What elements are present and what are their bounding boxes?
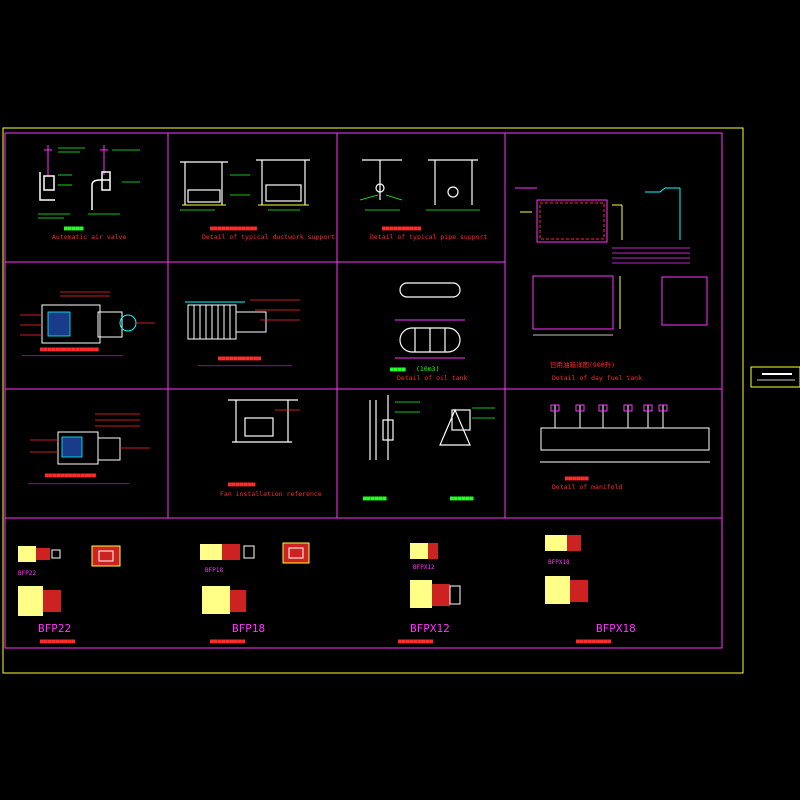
caption-day-fuel-tank: Detail of day fuel tank	[552, 374, 642, 382]
panel-air-valve: ■■■■■ Automatic air valve	[38, 145, 140, 241]
svg-text:■■■■■■■■■: ■■■■■■■■■	[40, 637, 75, 645]
caption-pipe-support: Detail of typical pipe support	[370, 233, 487, 241]
svg-text:────────────────────────────: ────────────────────────────	[21, 353, 124, 360]
caption-manifold: Detail of manifold	[552, 483, 623, 491]
svg-text:■■■■■■■■■: ■■■■■■■■■	[210, 637, 245, 645]
svg-text:■■■■: ■■■■	[390, 365, 406, 373]
panel-oil-tank: ■■■■ (10m3) Detail of oil tank	[390, 282, 468, 382]
svg-text:■■■■■■■■■: ■■■■■■■■■	[576, 637, 611, 645]
svg-text:■■■■■: ■■■■■	[64, 224, 84, 232]
caption-duct-support: Detail of typical ductwork support	[202, 233, 335, 241]
panel-fan-bfpx18: BFPX18 BFPX18 ■■■■■■■■■	[545, 535, 636, 645]
fan-name-bfp22: BFP22	[38, 622, 71, 635]
fan-name-bfpx18: BFPX18	[596, 622, 636, 635]
fan-tag-bfpx18: BFPX18	[548, 559, 570, 566]
svg-text:■■■■■■: ■■■■■■	[450, 494, 474, 502]
tank-volume: (10m3)	[416, 365, 439, 373]
svg-text:■■■■■■: ■■■■■■	[565, 474, 589, 482]
fuel-tank-label: 日用油箱详图(900升)	[550, 360, 615, 369]
fan-name-bfpx12: BFPX12	[410, 622, 450, 635]
panel-fan-installation: ■■■■■■■ Fan installation reference	[220, 399, 322, 498]
panel-manifold: ■■■■■■ Detail of manifold	[540, 404, 710, 491]
panel-grid	[4, 132, 723, 649]
caption-oil-tank: Detail of oil tank	[397, 374, 468, 382]
panel-day-fuel-tank: 日用油箱详图(900升) Detail of day fuel tank	[515, 187, 708, 382]
svg-text:■■■■■■■■■■■■: ■■■■■■■■■■■■	[210, 224, 257, 232]
panel-fan-bfp22: BFP22 BFP22 ■■■■■■■■■	[18, 545, 121, 645]
panel-duct-support: ■■■■■■■■■■■■ Detail of typical ductwork …	[180, 159, 335, 241]
panel-wall-penetration: ■■■■■■ ■■■■■■	[363, 395, 495, 502]
svg-text:■■■■■■■■■: ■■■■■■■■■	[398, 637, 433, 645]
panel-coil-installation: ■■■■■■■■■■■ ──────────────────────────	[185, 299, 300, 370]
outer-frame	[2, 127, 744, 674]
svg-text:■■■■■■■■■■■■■■■: ■■■■■■■■■■■■■■■	[40, 345, 99, 353]
panel-pipe-support: ■■■■■■■■■■ Detail of typical pipe suppor…	[359, 159, 487, 241]
fan-tag-bfp18: BFP18	[205, 567, 223, 574]
svg-text:■■■■■■■: ■■■■■■■	[228, 480, 255, 488]
fan-tag-bfpx12: BFPX12	[413, 564, 435, 571]
svg-text:────────────────────────────: ────────────────────────────	[27, 481, 130, 488]
panel-ahu-detail: ■■■■■■■■■■■■■ ──────────────────────────…	[27, 413, 150, 488]
fan-tag-bfp22: BFP22	[18, 570, 36, 577]
svg-text:■■■■■■■■■■■■■: ■■■■■■■■■■■■■	[45, 471, 96, 479]
svg-text:■■■■■■■■■■■: ■■■■■■■■■■■	[218, 354, 261, 362]
svg-text:■■■■■■: ■■■■■■	[363, 494, 387, 502]
panel-ahu-installation: ■■■■■■■■■■■■■■■ ────────────────────────…	[20, 291, 155, 360]
fan-name-bfp18: BFP18	[232, 622, 265, 635]
title-block	[750, 366, 800, 388]
caption-fan-installation: Fan installation reference	[220, 490, 322, 498]
svg-text:■■■■■■■■■■: ■■■■■■■■■■	[382, 224, 421, 232]
panel-fan-bfpx12: BFPX12 BFPX12 ■■■■■■■■■	[398, 543, 461, 645]
panel-fan-bfp18: BFP18 BFP18 ■■■■■■■■■	[200, 542, 310, 645]
svg-text:──────────────────────────: ──────────────────────────	[197, 363, 292, 370]
caption-air-valve: Automatic air valve	[52, 233, 126, 241]
